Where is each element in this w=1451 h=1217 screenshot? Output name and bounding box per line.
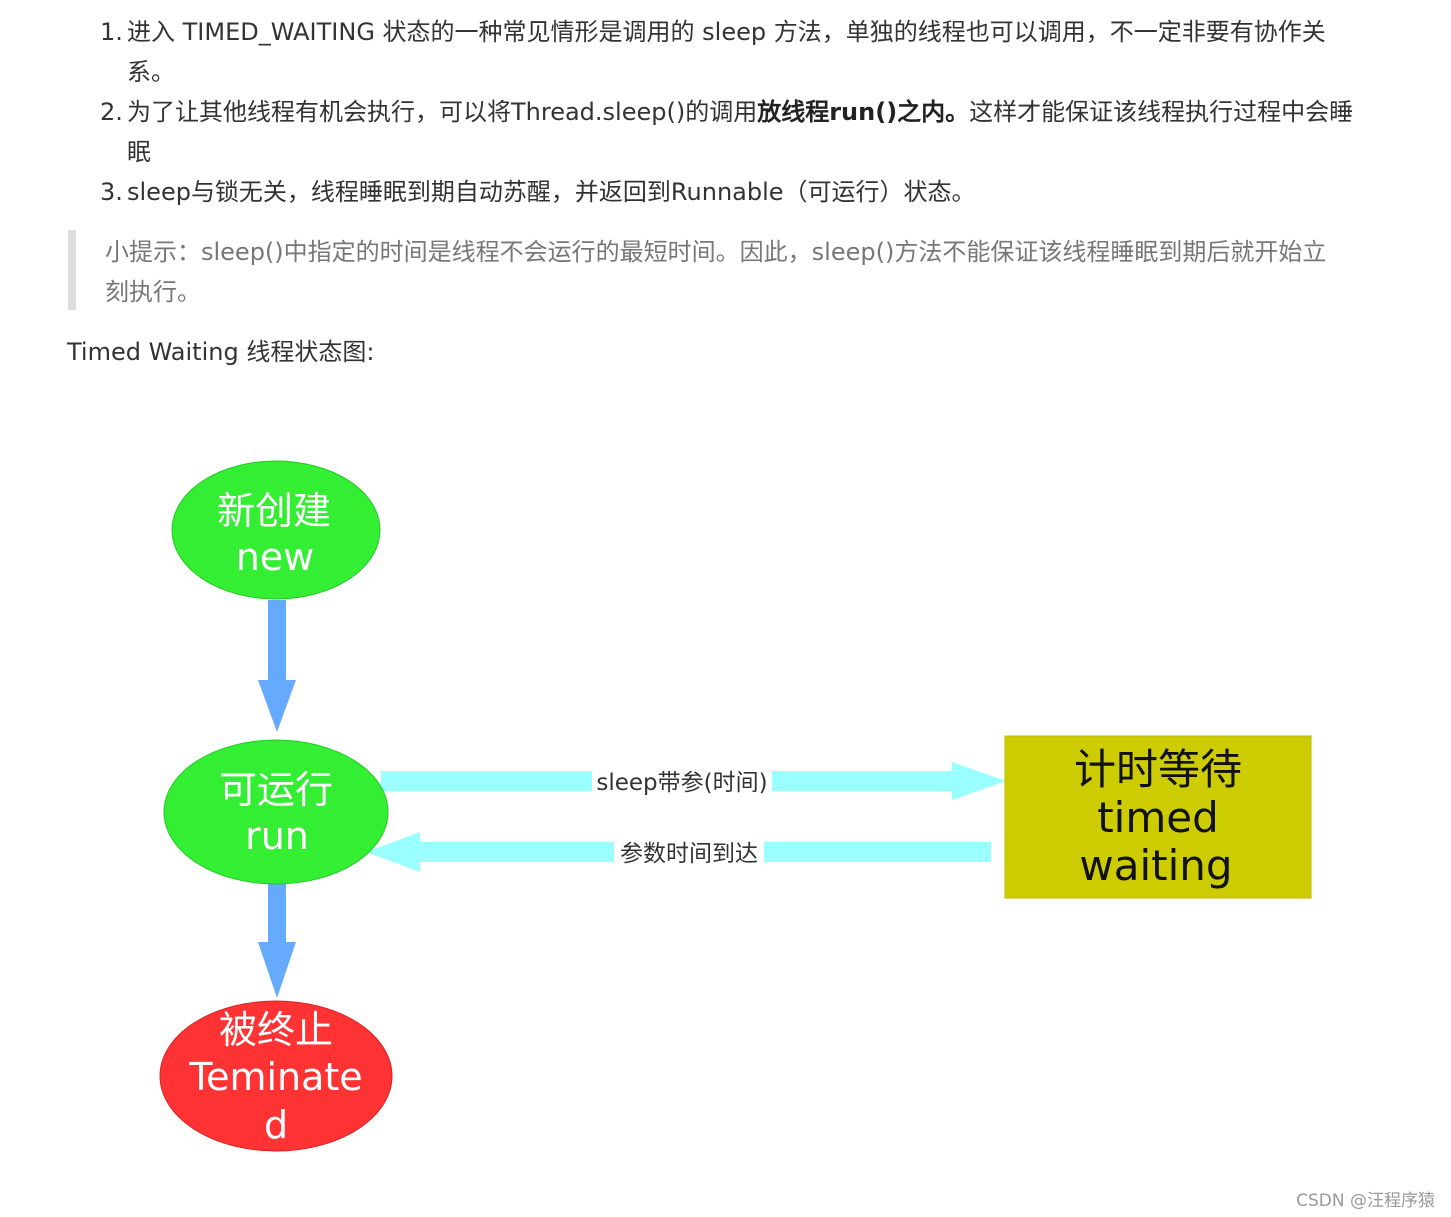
arrow-return-label: 参数时间到达 [620,841,758,867]
state-new-en: new [236,535,315,579]
arrow-new-to-run [258,600,296,732]
state-timed-en-line1: timed [1097,793,1219,842]
arrow-sleep-label-bg [592,766,772,796]
list-number: 3. [100,178,123,206]
state-run-en: run [245,814,309,858]
diagram-caption: Timed Waiting 线程状态图: [67,338,375,366]
arrow-run-to-terminated [258,884,296,998]
state-timed-zh: 计时等待 [1074,745,1242,794]
state-terminated-en-line1: Teminate [188,1055,362,1099]
numbered-list: 1. 进入 TIMED_WAITING 状态的一种常见情形是调用的 sleep … [100,12,1360,212]
list-item-text: 为了让其他线程有机会执行，可以将Thread.sleep()的调用 [127,98,758,126]
state-terminated-en-line2: d [264,1103,288,1147]
arrow-return-label-bg [614,837,764,867]
list-item: 1. 进入 TIMED_WAITING 状态的一种常见情形是调用的 sleep … [100,12,1360,92]
list-item-text: 进入 TIMED_WAITING 状态的一种常见情形是调用的 sleep 方法，… [127,18,1326,86]
state-node-run: 可运行 run [163,739,389,885]
state-new-zh: 新创建 [217,489,331,533]
state-node-timed-waiting: 计时等待 timed waiting [1004,735,1312,899]
list-item: 3. sleep与锁无关，线程睡眠到期自动苏醒，并返回到Runnable（可运行… [100,172,1360,212]
tip-text: 小提示：sleep()中指定的时间是线程不会运行的最短时间。因此，sleep()… [105,238,1327,306]
state-node-terminated: 被终止 Teminate d [159,1000,393,1152]
list-item-bold-text: 放线程run()之内。 [757,98,970,126]
list-item: 2. 为了让其他线程有机会执行，可以将Thread.sleep()的调用放线程r… [100,92,1360,172]
state-terminated-zh: 被终止 [219,1008,333,1052]
list-number: 2. [100,98,123,126]
state-run-zh: 可运行 [219,768,333,812]
list-number: 1. [100,18,123,46]
list-item-text: sleep与锁无关，线程睡眠到期自动苏醒，并返回到Runnable（可运行）状态… [127,178,976,206]
arrow-sleep-label: sleep带参(时间) [596,770,767,796]
list-item-text-continued: 这样才能保证该线程执行过程中会睡眠 [127,98,1354,166]
state-node-new: 新创建 new [171,460,381,600]
watermark: CSDN @汪程序猿 [1296,1191,1435,1211]
state-timed-en-line2: waiting [1079,841,1232,890]
tip-blockquote: 小提示：sleep()中指定的时间是线程不会运行的最短时间。因此，sleep()… [68,230,1348,310]
